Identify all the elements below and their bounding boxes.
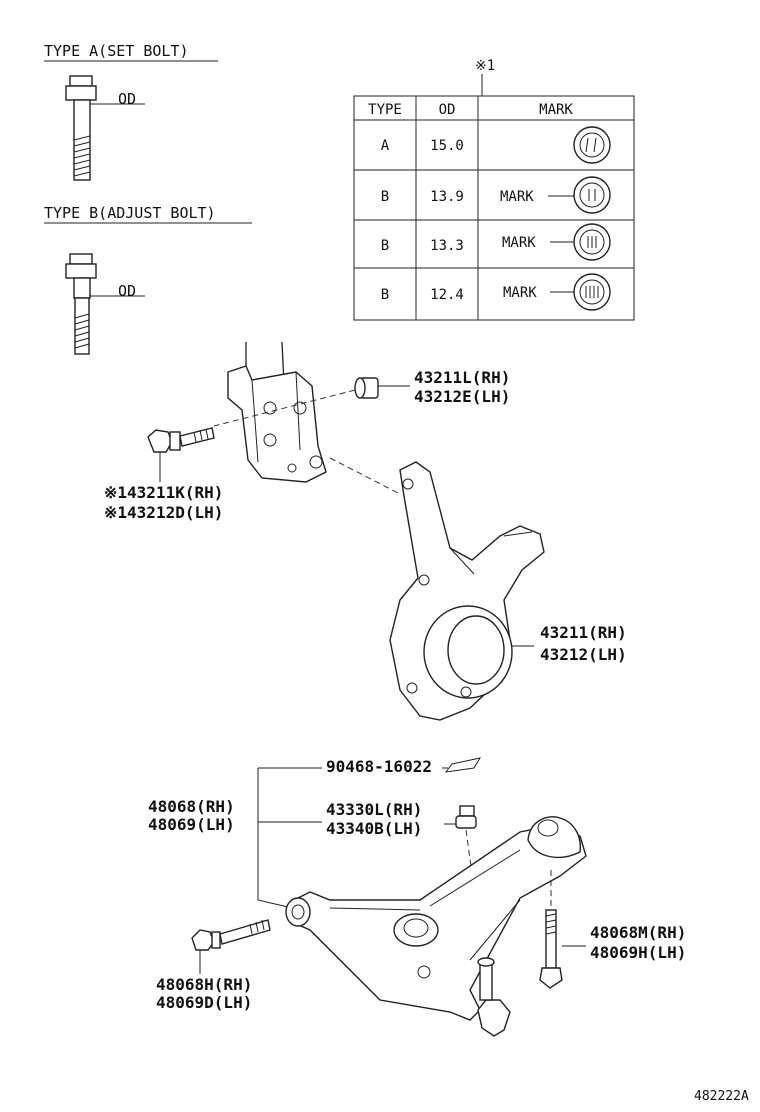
steering-knuckle-illustration: [389, 461, 545, 721]
table-row-4-mark: MARK: [503, 285, 537, 301]
table-row-4-type: B: [381, 287, 389, 303]
mark-icon-b3: [550, 273, 611, 311]
mark-icon-b2: [550, 223, 611, 261]
cotter-pin-label: 90468-16022: [326, 757, 432, 776]
table-row-3-od: 13.3: [430, 238, 464, 254]
front-bolt-label-rh: 48068H(RH): [156, 975, 252, 994]
type-a-label: TYPE A(SET BOLT): [44, 42, 189, 60]
type-b-label: TYPE B(ADJUST BOLT): [44, 204, 216, 222]
mark-icon-b1: [548, 176, 611, 214]
rear-bolt-label-lh: 48069H(LH): [590, 943, 686, 962]
set-bolt-illustration: [65, 75, 145, 181]
arm-label-lh: 48069(LH): [148, 815, 235, 834]
knuckle-dash-line: [329, 457, 401, 495]
mark-table: [353, 95, 635, 321]
table-header-od: OD: [439, 102, 456, 118]
mark-icon-a: [573, 126, 611, 164]
table-row-3-type: B: [381, 238, 389, 254]
castle-nut-label-lh: 43340B(LH): [326, 819, 422, 838]
table-row-2-od: 13.9: [430, 189, 464, 205]
lower-control-arm-illustration: [285, 816, 587, 1037]
diagram-id: 482222A: [694, 1089, 749, 1104]
knuckle-label-rh: 43211(RH): [540, 623, 627, 642]
front-bolt-illustration: [191, 919, 271, 951]
nut-label-lh: 43212E(LH): [414, 387, 510, 406]
table-header-type: TYPE: [368, 102, 402, 118]
castle-nut-label-rh: 43330L(RH): [326, 800, 422, 819]
front-bolt-label-lh: 48069D(LH): [156, 993, 252, 1012]
bolt-label-rh: ※143211K(RH): [104, 483, 223, 502]
rear-bolt-illustration: [539, 870, 563, 989]
table-row-3-mark: MARK: [502, 235, 536, 251]
knuckle-label-lh: 43212(LH): [540, 645, 627, 664]
nut-label-rh: 43211L(RH): [414, 368, 510, 387]
bolt-label-lh: ※143212D(LH): [104, 503, 223, 522]
table-note: ※1: [475, 58, 495, 74]
adjust-bolt-illustration: [65, 253, 145, 355]
table-row-4-od: 12.4: [430, 287, 464, 303]
rear-bolt-label-rh: 48068M(RH): [590, 923, 686, 942]
type-b-od-label: OD: [118, 282, 136, 300]
table-row-2-type: B: [381, 189, 389, 205]
table-row-2-mark: MARK: [500, 189, 534, 205]
flange-nut-illustration: [213, 377, 379, 427]
table-row-1-type: A: [381, 138, 390, 154]
camber-bolt-illustration: [147, 427, 215, 453]
strut-bracket-illustration: [227, 341, 327, 483]
table-header-mark: MARK: [539, 102, 573, 118]
arm-label-rh: 48068(RH): [148, 797, 235, 816]
type-a-od-label: OD: [118, 90, 136, 108]
cotter-pin-illustration: [442, 757, 482, 773]
table-row-1-od: 15.0: [430, 138, 464, 154]
arm-group-bracket: [257, 767, 322, 909]
